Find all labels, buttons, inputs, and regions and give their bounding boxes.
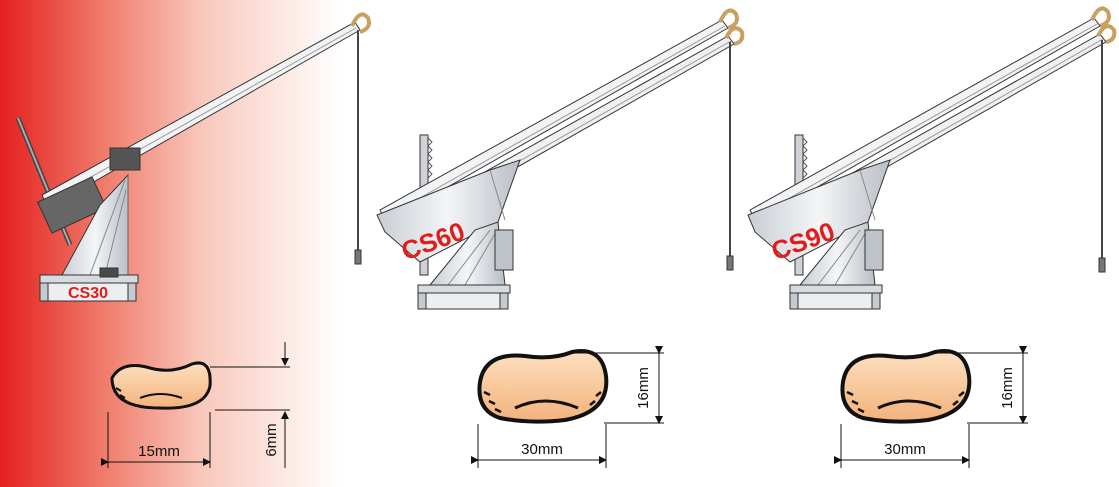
height-label-cs30: 6mm xyxy=(263,423,280,456)
model-label-cs30: CS30 xyxy=(68,285,108,302)
seed-cs90 xyxy=(840,349,972,424)
machine-cs30 xyxy=(15,12,371,302)
height-label-cs60: 16mm xyxy=(635,367,652,409)
dimension-lines-cs30 xyxy=(101,342,290,468)
width-label-cs60: 30mm xyxy=(521,441,563,458)
width-label-cs90: 30mm xyxy=(884,441,926,458)
dimension-lines-cs90 xyxy=(834,346,1028,468)
seed-cs30 xyxy=(110,361,212,410)
machine-cs90 xyxy=(747,6,1117,310)
seed-cs60 xyxy=(477,349,609,424)
width-label-cs30: 15mm xyxy=(138,443,180,460)
dimension-lines-cs60 xyxy=(471,346,664,468)
machine-cs60 xyxy=(376,8,745,310)
height-label-cs90: 16mm xyxy=(999,367,1016,409)
